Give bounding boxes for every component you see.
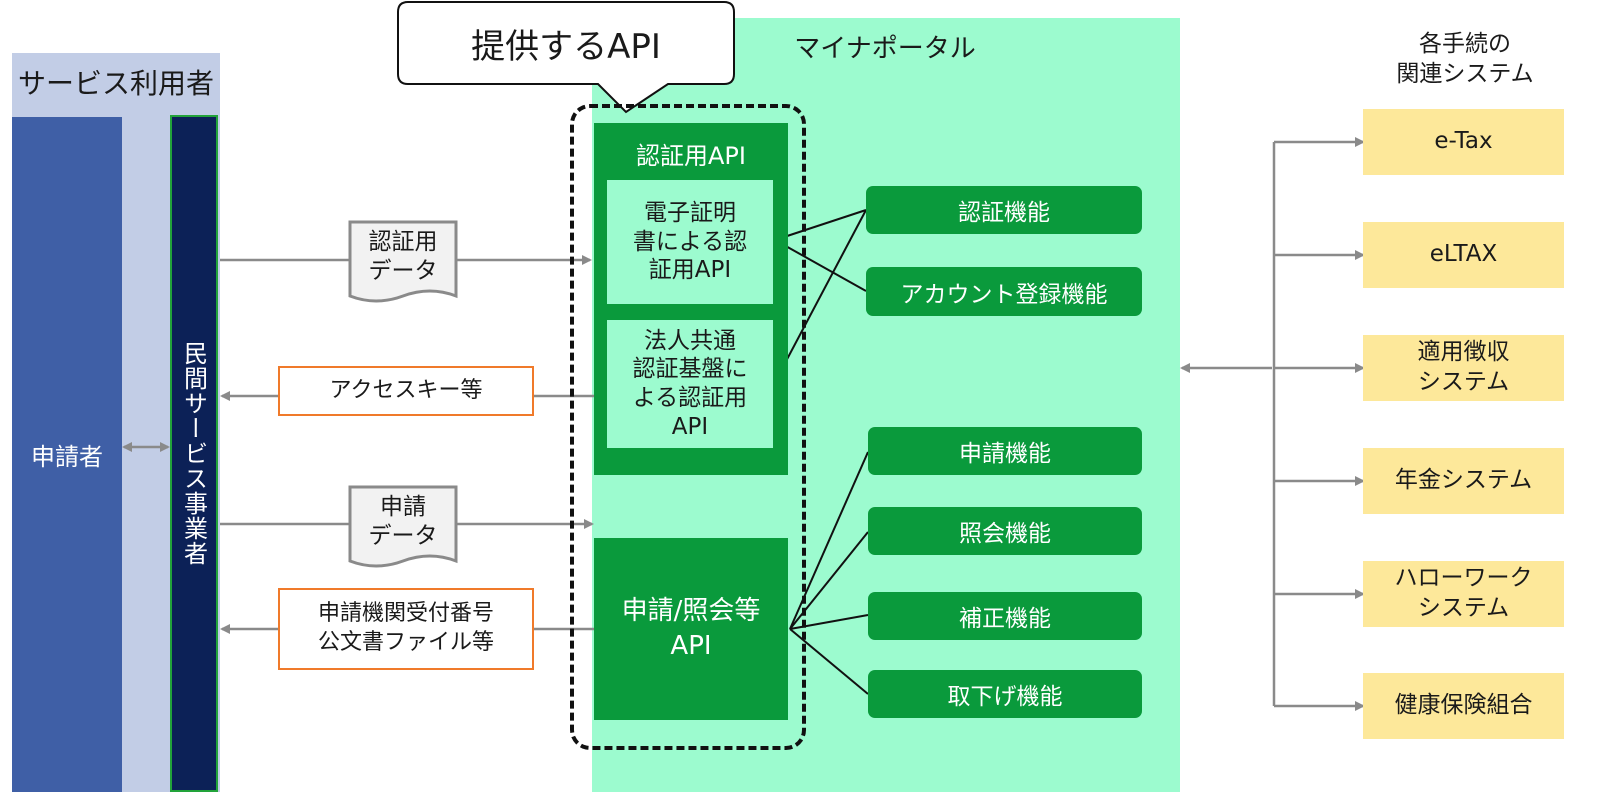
func-application: 申請機能 bbox=[868, 427, 1142, 475]
receipt-label: 申請機関受付番号 公文書ファイル等 bbox=[317, 601, 494, 655]
func-withdrawal: 取下げ機能 bbox=[868, 670, 1142, 718]
apply-data-label: 申請 データ bbox=[368, 494, 438, 549]
apply-api-label: 申請/照会等 API bbox=[621, 595, 761, 661]
system-hellowork: ハローワーク システム bbox=[1363, 561, 1564, 627]
provided-api-title: 提供するAPI bbox=[471, 26, 661, 67]
cert-auth-api-label: 電子証明 書による認 証用API bbox=[632, 199, 748, 284]
system-kenko-hoken: 健康保険組合 bbox=[1363, 673, 1564, 739]
system-nenkin: 年金システム bbox=[1363, 448, 1564, 514]
corp-auth-api-box: 法人共通 認証基盤に よる認証用 API bbox=[607, 320, 773, 448]
mynaportal-title: マイナポータル bbox=[794, 33, 976, 64]
func-auth: 認証機能 bbox=[866, 186, 1142, 234]
apply-api-block: 申請/照会等 API bbox=[594, 538, 788, 720]
link-cert-auth bbox=[774, 209, 867, 241]
system-eltax: eLTAX bbox=[1363, 222, 1564, 288]
receipt-box: 申請機関受付番号 公文書ファイル等 bbox=[278, 588, 534, 670]
func-correction: 補正機能 bbox=[868, 592, 1142, 640]
auth-data-label: 認証用 データ bbox=[368, 229, 438, 284]
link-corp-auth bbox=[774, 209, 867, 383]
apply-data-document bbox=[348, 485, 458, 568]
callout-bubble bbox=[397, 1, 735, 114]
func-account-registration: アカウント登録機能 bbox=[866, 267, 1142, 316]
auth-data-document bbox=[348, 220, 458, 303]
service-user-title: サービス利用者 bbox=[17, 67, 214, 100]
provided-api-frame bbox=[570, 104, 806, 750]
access-key-box: アクセスキー等 bbox=[278, 366, 534, 416]
system-etax: e-Tax bbox=[1363, 109, 1564, 175]
func-inquiry: 照会機能 bbox=[868, 507, 1142, 555]
system-tekiyo-choshu: 適用徴収 システム bbox=[1363, 335, 1564, 401]
cert-auth-api-box: 電子証明 書による認 証用API bbox=[607, 180, 773, 304]
corp-auth-api-label: 法人共通 認証基盤に よる認証用 API bbox=[632, 327, 748, 440]
link-cert-account bbox=[774, 239, 867, 292]
auth-api-title: 認証用API bbox=[636, 141, 746, 170]
private-service-provider-box: 民間サービス事業者 bbox=[170, 115, 218, 792]
related-systems-title: 各手続の 関連システム bbox=[1396, 31, 1534, 87]
applicant-box: 申請者 bbox=[12, 117, 122, 792]
